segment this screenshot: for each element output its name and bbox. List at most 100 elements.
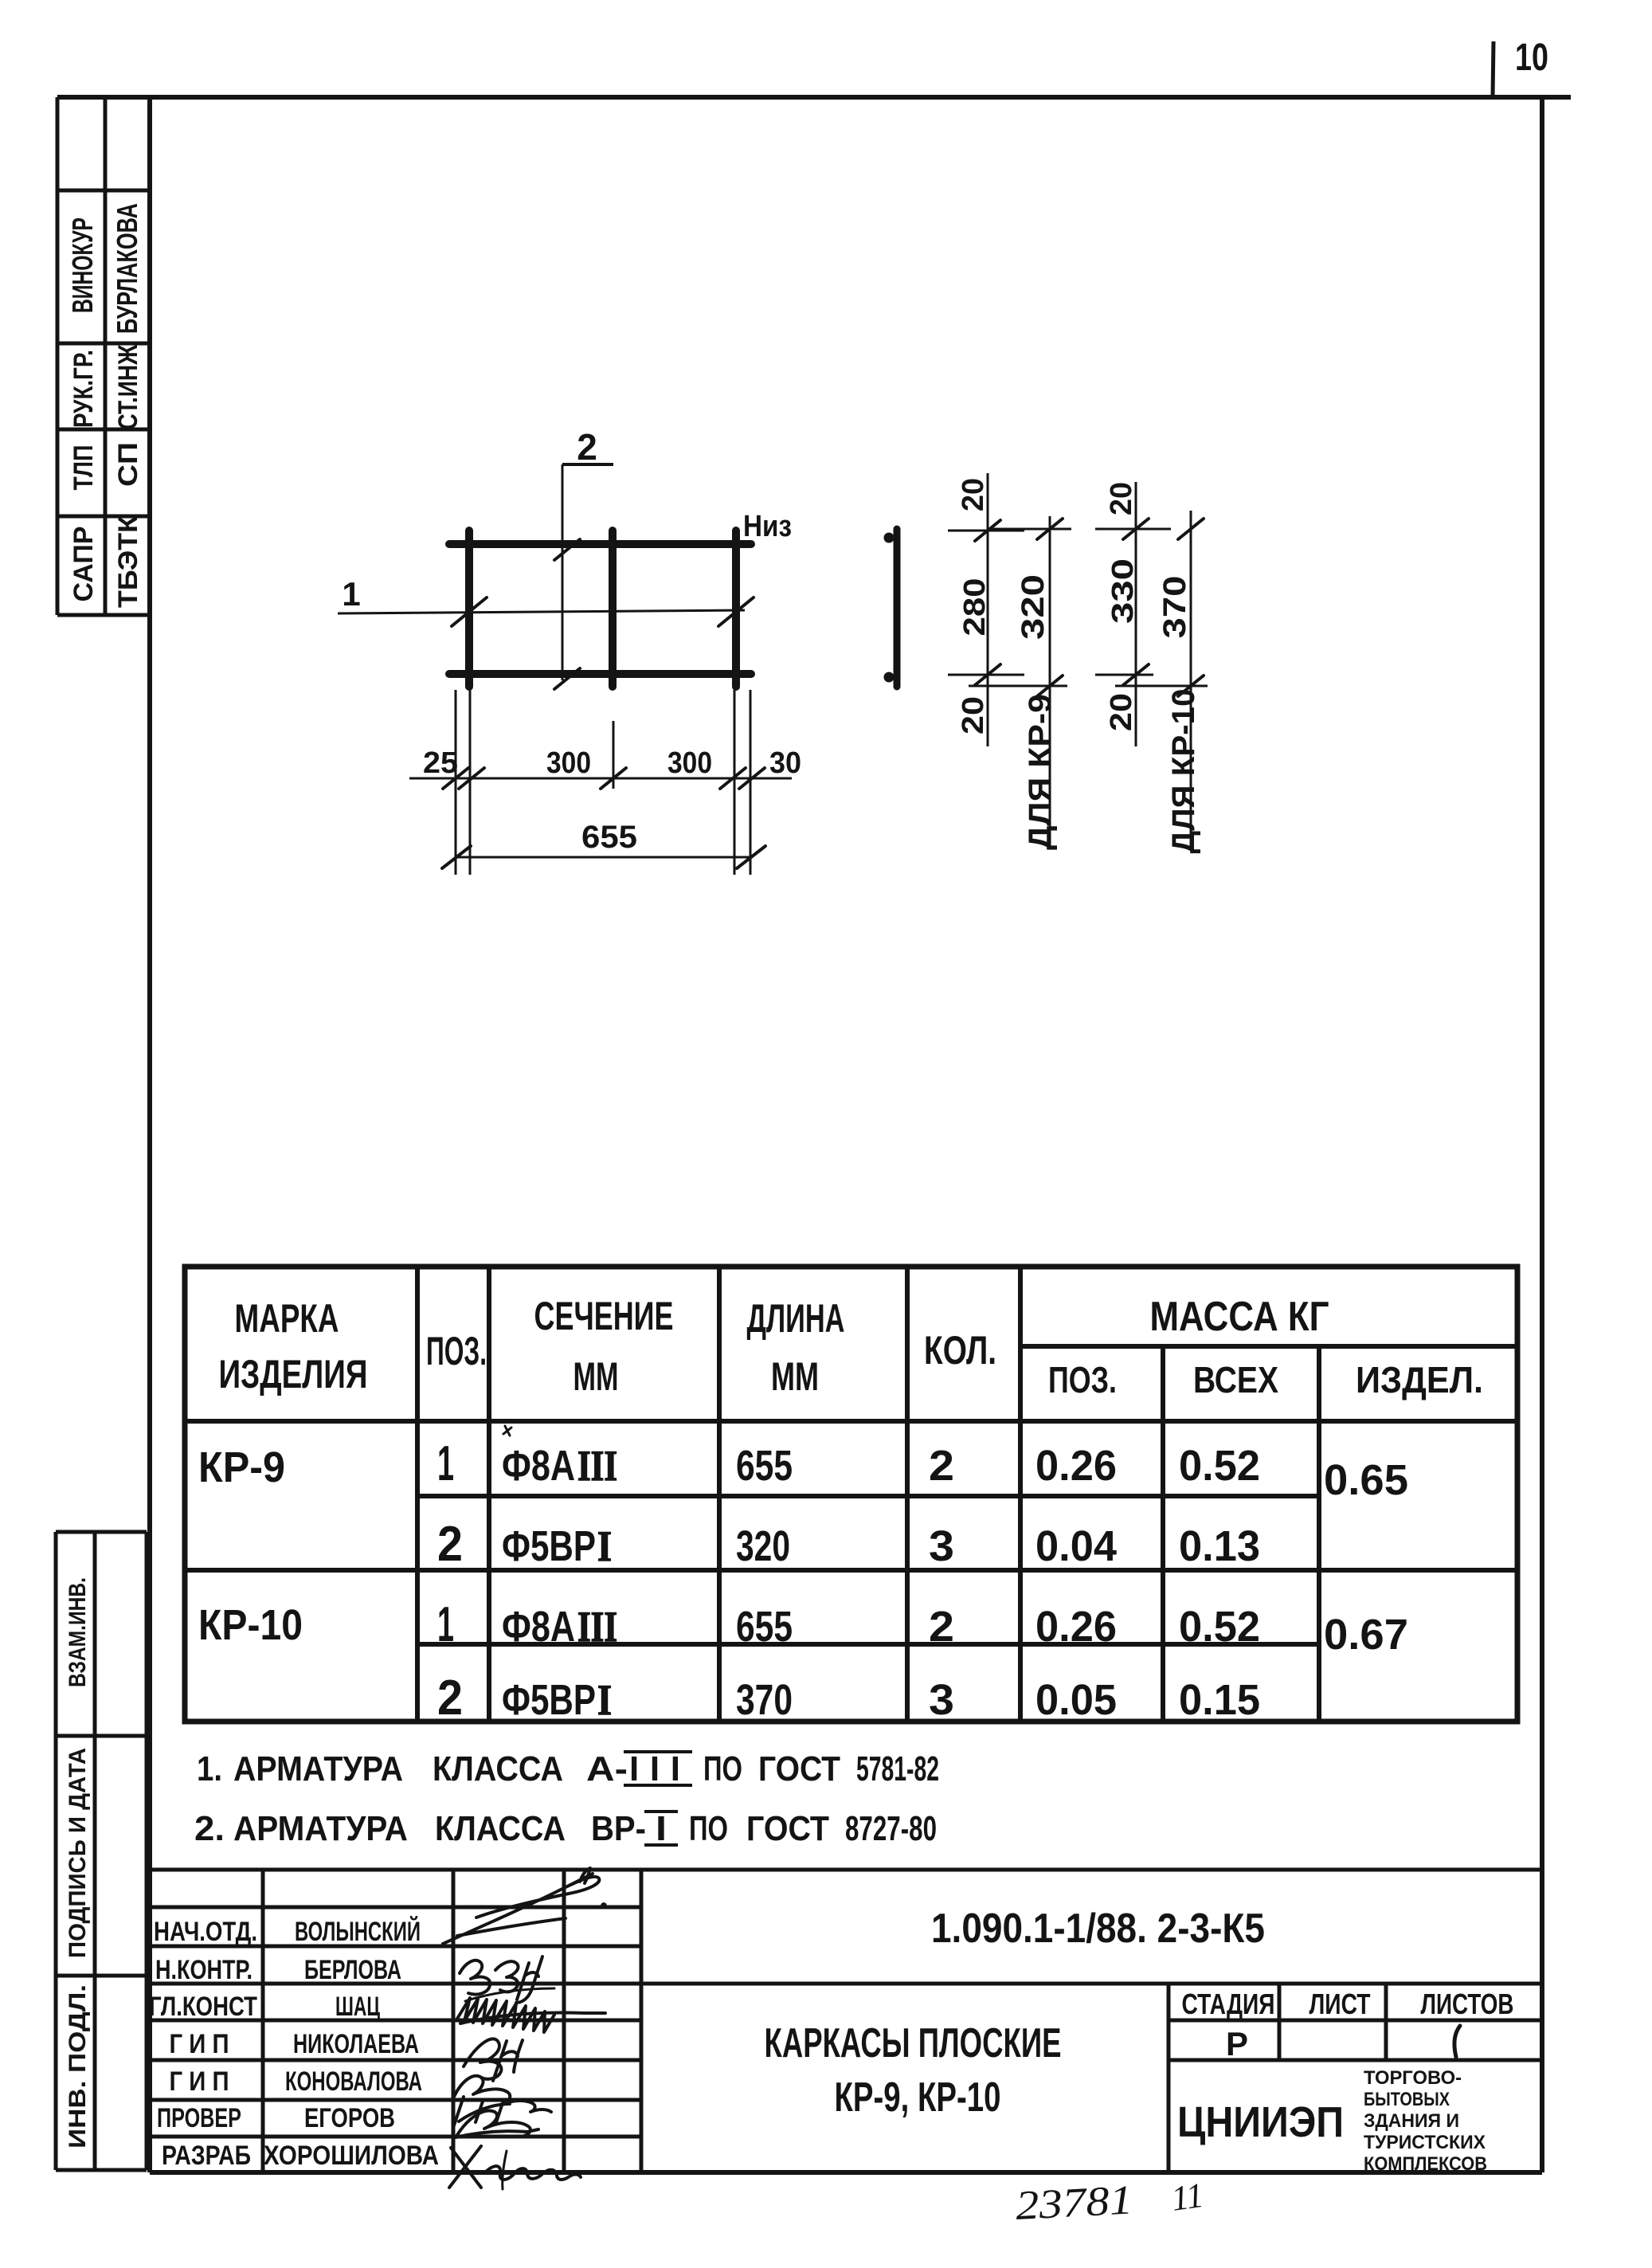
svg-text:СП: СП xyxy=(113,442,143,487)
svg-text:МАССА КГ: МАССА КГ xyxy=(1150,1294,1329,1340)
svg-text:3: 3 xyxy=(929,1522,954,1570)
svg-text:ПОЗ.: ПОЗ. xyxy=(426,1329,487,1373)
svg-text:ГЛ.КОНСТ: ГЛ.КОНСТ xyxy=(149,1992,257,2022)
svg-text:8727-80: 8727-80 xyxy=(845,1809,937,1848)
svg-text:2: 2 xyxy=(437,1671,463,1725)
svg-text:АРМАТУРА: АРМАТУРА xyxy=(233,1809,408,1848)
svg-text:330: 330 xyxy=(1106,558,1140,624)
svg-text:2: 2 xyxy=(929,1603,954,1651)
svg-text:ДЛЯ КР-10: ДЛЯ КР-10 xyxy=(1166,689,1201,854)
svg-text:Ф5ВР: Ф5ВР xyxy=(502,1522,596,1570)
svg-text:655: 655 xyxy=(581,820,637,855)
svg-text:23781: 23781 xyxy=(1015,2177,1134,2229)
svg-text:СТ.ИНЖ: СТ.ИНЖ xyxy=(113,344,143,429)
svg-text:0.65: 0.65 xyxy=(1324,1456,1408,1504)
svg-text:2.: 2. xyxy=(194,1809,225,1848)
svg-text:ИЗДЕЛИЯ: ИЗДЕЛИЯ xyxy=(219,1352,368,1396)
svg-text:ЦНИИЭП: ЦНИИЭП xyxy=(1177,2098,1344,2146)
svg-text:КР-9, КР-10: КР-9, КР-10 xyxy=(835,2074,1001,2121)
svg-text:655: 655 xyxy=(736,1603,793,1651)
svg-text:КЛАССА: КЛАССА xyxy=(433,1749,563,1788)
svg-text:0.52: 0.52 xyxy=(1179,1442,1260,1490)
svg-text:ГОСТ: ГОСТ xyxy=(746,1809,829,1848)
svg-text:СЕЧЕНИЕ: СЕЧЕНИЕ xyxy=(534,1294,674,1338)
svg-text:280: 280 xyxy=(958,578,992,637)
svg-text:320: 320 xyxy=(1016,574,1051,640)
svg-text:БЫТОВЫХ: БЫТОВЫХ xyxy=(1364,2089,1450,2110)
svg-text:ЛИСТОВ: ЛИСТОВ xyxy=(1421,1988,1514,2020)
svg-text:0.52: 0.52 xyxy=(1179,1603,1260,1651)
svg-text:I: I xyxy=(656,1809,667,1848)
svg-text:Ф5ВР: Ф5ВР xyxy=(502,1676,596,1724)
svg-text:СТАДИЯ: СТАДИЯ xyxy=(1182,1988,1275,2020)
svg-text:655: 655 xyxy=(736,1442,793,1490)
svg-text:ТУРИСТСКИХ: ТУРИСТСКИХ xyxy=(1364,2132,1486,2153)
svg-text:300: 300 xyxy=(546,746,591,780)
svg-text:2: 2 xyxy=(437,1517,463,1572)
svg-text:ГОСТ: ГОСТ xyxy=(758,1749,840,1788)
svg-text:АРМАТУРА: АРМАТУРА xyxy=(233,1749,403,1788)
svg-text:Р: Р xyxy=(1226,2025,1248,2062)
svg-text:III: III xyxy=(577,1603,617,1651)
svg-text:Ф8А: Ф8А xyxy=(502,1442,575,1490)
svg-text:КОНОВАЛОВА: КОНОВАЛОВА xyxy=(285,2066,422,2097)
svg-text:ИНВ. ПОДЛ.: ИНВ. ПОДЛ. xyxy=(65,1984,91,2149)
svg-text:КР-10: КР-10 xyxy=(198,1601,303,1649)
svg-text:КОЛ.: КОЛ. xyxy=(924,1328,996,1373)
svg-text:ПОЗ.: ПОЗ. xyxy=(1048,1359,1117,1400)
svg-text:1: 1 xyxy=(437,1436,454,1491)
svg-text:КОМПЛЕКСОВ: КОМПЛЕКСОВ xyxy=(1364,2153,1487,2175)
svg-text:0.15: 0.15 xyxy=(1179,1676,1260,1724)
svg-text:ЕГОРОВ: ЕГОРОВ xyxy=(304,2103,395,2133)
svg-text:I: I xyxy=(597,1676,612,1724)
svg-text:БУРЛАКОВА: БУРЛАКОВА xyxy=(111,203,143,334)
svg-text:III: III xyxy=(577,1442,617,1490)
svg-text:ЗДАНИЯ И: ЗДАНИЯ И xyxy=(1364,2110,1459,2132)
svg-text:25: 25 xyxy=(423,746,458,780)
svg-text:ШАЦ: ШАЦ xyxy=(335,1992,380,2022)
svg-text:КЛАССА: КЛАССА xyxy=(435,1809,566,1848)
svg-text:ВОЛЫНСКИЙ: ВОЛЫНСКИЙ xyxy=(295,1916,421,1947)
svg-text:1: 1 xyxy=(437,1597,454,1652)
svg-text:0.26: 0.26 xyxy=(1035,1603,1117,1651)
svg-text:1.: 1. xyxy=(197,1749,222,1788)
svg-text:ПОДПИСЬ И ДАТА: ПОДПИСЬ И ДАТА xyxy=(65,1748,91,1958)
svg-text:НИКОЛАЕВА: НИКОЛАЕВА xyxy=(293,2029,419,2059)
svg-text:370: 370 xyxy=(1157,576,1192,639)
svg-text:КАРКАСЫ ПЛОСКИЕ: КАРКАСЫ ПЛОСКИЕ xyxy=(765,2020,1062,2066)
svg-text:0.04: 0.04 xyxy=(1035,1522,1117,1570)
svg-text:ВР-: ВР- xyxy=(591,1809,646,1848)
svg-text:ДЛЯ КР-9: ДЛЯ КР-9 xyxy=(1023,694,1058,850)
svg-text:ММ: ММ xyxy=(771,1354,819,1399)
svg-text:370: 370 xyxy=(736,1676,793,1724)
svg-text:2: 2 xyxy=(929,1442,954,1490)
svg-text:III: III xyxy=(629,1749,680,1788)
svg-text:0.67: 0.67 xyxy=(1324,1611,1408,1659)
svg-text:ВИНОКУР: ВИНОКУР xyxy=(66,217,99,313)
svg-text:I: I xyxy=(597,1522,612,1570)
svg-text:ВЗАМ.ИНВ.: ВЗАМ.ИНВ. xyxy=(65,1577,91,1687)
svg-text:РАЗРАБ: РАЗРАБ xyxy=(162,2141,251,2171)
svg-text:1: 1 xyxy=(342,575,360,613)
svg-text:ТЛП: ТЛП xyxy=(69,445,99,491)
svg-text:ИЗДЕЛ.: ИЗДЕЛ. xyxy=(1356,1359,1483,1400)
svg-text:1.090.1-1/88. 2-3-К5: 1.090.1-1/88. 2-3-К5 xyxy=(931,1906,1265,1952)
svg-text:20: 20 xyxy=(957,478,990,511)
svg-text:0.26: 0.26 xyxy=(1035,1442,1117,1490)
svg-text:20: 20 xyxy=(957,696,990,734)
svg-text:320: 320 xyxy=(736,1522,790,1570)
svg-text:Г И П: Г И П xyxy=(170,2029,229,2059)
svg-text:ПРОВЕР: ПРОВЕР xyxy=(157,2103,241,2133)
svg-text:300: 300 xyxy=(667,746,712,780)
svg-text:КР-9: КР-9 xyxy=(198,1443,285,1491)
svg-text:11: 11 xyxy=(1169,2176,1206,2219)
svg-text:2: 2 xyxy=(577,426,597,468)
svg-text:МАРКА: МАРКА xyxy=(235,1296,339,1341)
svg-text:ТОРГОВО-: ТОРГОВО- xyxy=(1364,2067,1462,2089)
svg-text:ВСЕХ: ВСЕХ xyxy=(1193,1359,1278,1400)
svg-text:ПО: ПО xyxy=(703,1749,742,1788)
svg-text:А-: А- xyxy=(586,1749,628,1788)
svg-text:ПО: ПО xyxy=(689,1809,728,1848)
svg-text:0.13: 0.13 xyxy=(1179,1522,1260,1570)
svg-text:20: 20 xyxy=(1105,693,1138,731)
